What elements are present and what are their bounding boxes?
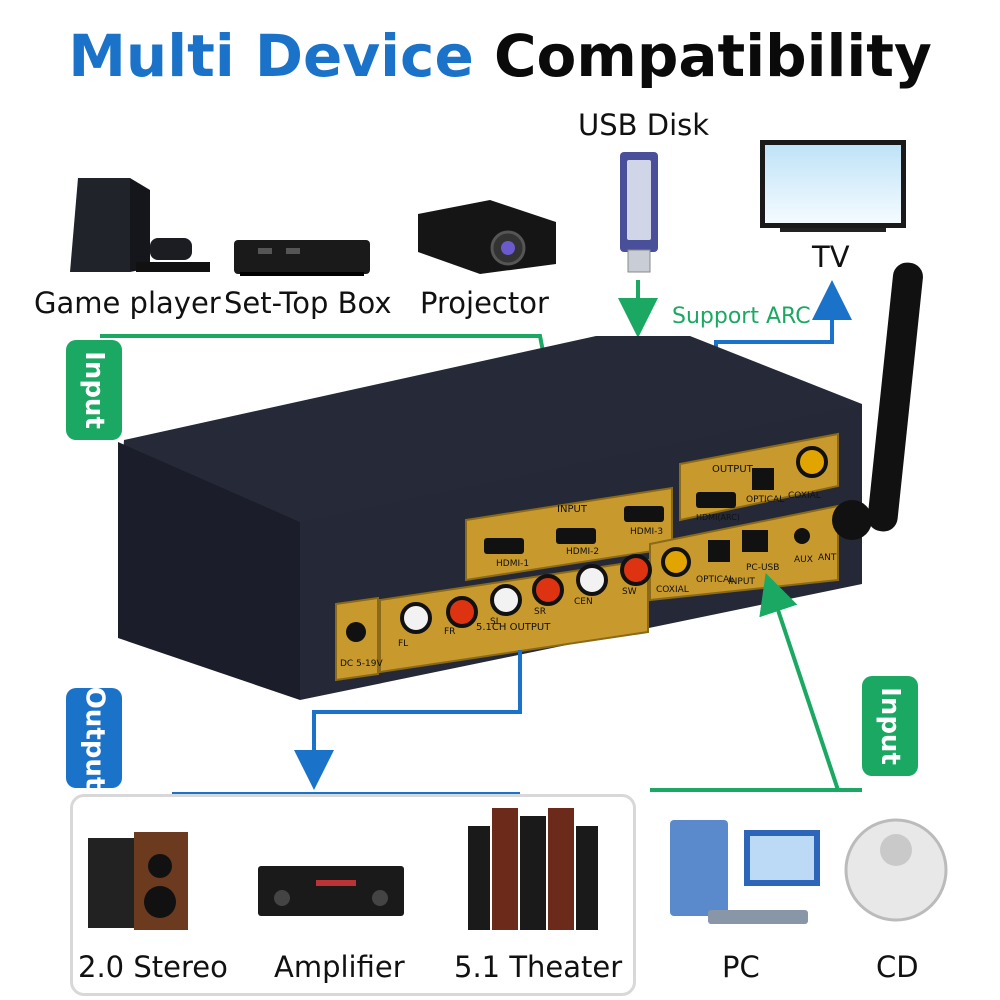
set-top-box-label: Set-Top Box — [224, 286, 392, 320]
stereo-label: 2.0 Stereo — [78, 950, 228, 984]
output-tab: Output — [66, 686, 122, 790]
output-group-label: OUTPUT — [712, 464, 754, 475]
game-console-icon — [70, 178, 210, 272]
antenna-icon — [832, 262, 923, 540]
set-top-box-icon — [234, 240, 370, 276]
input-label-2: INPUT — [728, 577, 755, 587]
input-tab-left-text: Input — [79, 351, 110, 429]
theater-speakers-icon — [468, 808, 598, 930]
input-tab-right: Input — [862, 676, 918, 776]
coaxial-in-label: COXIAL — [656, 585, 689, 595]
hdmi-2-label: HDMI-2 — [566, 547, 599, 557]
rca-sr-label: SR — [534, 607, 546, 617]
hdmi-1-label: HDMI-1 — [496, 559, 529, 569]
hdmi-arc-label: HDMI(ARC) — [696, 513, 740, 522]
rca-fr-label: FR — [444, 627, 455, 637]
input-tab-right-text: Input — [875, 687, 906, 765]
tv-label: TV — [812, 240, 850, 274]
support-arc-label: Support ARC — [672, 304, 811, 329]
amplifier-icon — [258, 866, 404, 916]
rca-sl-label: SL — [490, 617, 501, 627]
output-devices-panel — [70, 794, 636, 996]
optical-in-label: OPTICAL — [696, 575, 734, 585]
theater-label: 5.1 Theater — [454, 950, 623, 984]
rca-cen-label: CEN — [574, 597, 593, 607]
usb-disk-icon — [620, 152, 658, 273]
aux-label: AUX — [794, 555, 813, 565]
cd-label: CD — [876, 950, 919, 984]
optical-out-label: OPTICAL — [746, 495, 784, 505]
stereo-speakers-icon — [88, 832, 188, 930]
rca-fl-label: FL — [398, 639, 408, 649]
ant-label: ANT — [818, 553, 837, 563]
title-part-2: Compatibility — [493, 22, 932, 90]
amplifier-label: Amplifier — [274, 950, 405, 984]
input-group-label: INPUT — [557, 504, 588, 515]
page-title: Multi Device Compatibility — [0, 22, 1000, 90]
rca-group-label: 5.1CH OUTPUT — [476, 622, 551, 633]
pc-usb-label: PC-USB — [746, 563, 779, 573]
game-player-label: Game player — [34, 286, 221, 320]
projector-label: Projector — [420, 286, 549, 320]
dc-label: DC 5-19V — [340, 659, 384, 669]
coaxial-out-label: COXIAL — [788, 491, 821, 501]
projector-icon — [418, 200, 556, 274]
rca-sw-label: SW — [622, 587, 637, 597]
tv-icon — [760, 140, 906, 232]
usb-disk-label: USB Disk — [578, 108, 710, 142]
hub-device — [118, 336, 862, 700]
input-tab-left: Input — [66, 340, 122, 440]
hdmi-3-label: HDMI-3 — [630, 527, 663, 537]
title-part-1: Multi Device — [68, 22, 474, 90]
pc-icon — [670, 820, 820, 924]
cd-player-icon — [844, 818, 948, 922]
output-tab-text: Output — [79, 686, 109, 790]
pc-label: PC — [722, 950, 760, 984]
